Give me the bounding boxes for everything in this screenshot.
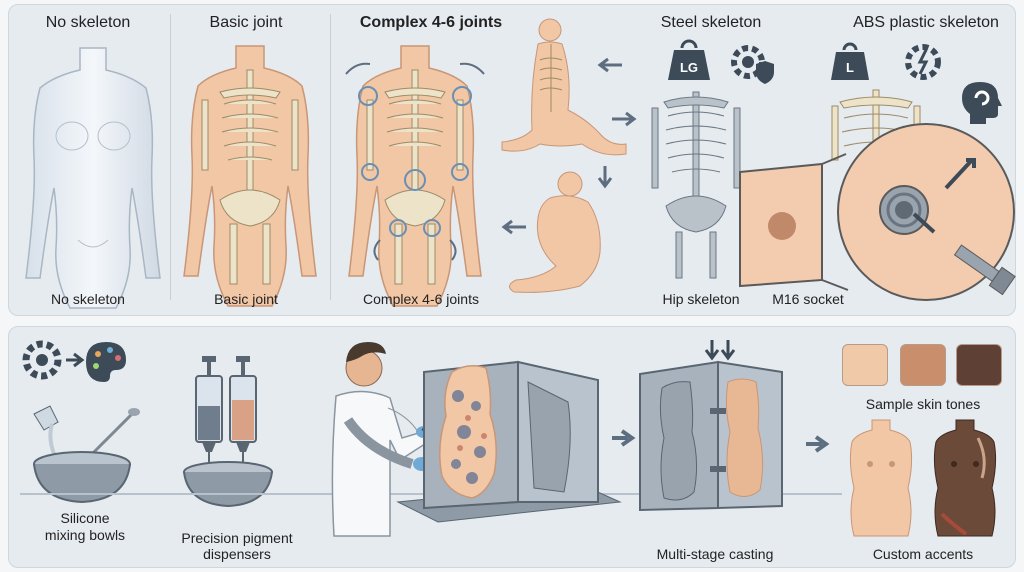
- header-no-skeleton: No skeleton: [45, 14, 131, 31]
- m16-socket-detail: [739, 123, 1016, 301]
- header-basic-joint: Basic joint: [209, 14, 283, 31]
- caption-multi-stage-casting: Multi-stage casting: [656, 546, 774, 562]
- basic-joint-skeleton-figure: [183, 45, 317, 307]
- steel-skeleton-figure: [651, 91, 741, 279]
- syringe-left: [195, 356, 223, 464]
- light-weight-icon: [831, 42, 869, 80]
- abs-weight-label: L: [846, 60, 854, 75]
- gear-to-palette-icons: [22, 340, 126, 382]
- weight-icon: [668, 39, 710, 80]
- complex-joint-skeleton-figure: [345, 45, 485, 307]
- kneeling-pose-figure: [509, 171, 601, 293]
- skin-tone-swatch-dark: [956, 344, 1002, 386]
- header-abs-skeleton: ABS plastic skeleton: [853, 14, 999, 31]
- column-divider: [330, 14, 331, 300]
- silicone-mixing-bowl: [33, 405, 140, 504]
- arrow-left-icon: [501, 219, 526, 235]
- steel-weight-label: LG: [679, 60, 699, 75]
- header-complex-joints: Complex 4-6 joints: [359, 14, 503, 31]
- accent-torso-light: [849, 419, 913, 537]
- pigment-dispensers: [183, 356, 273, 508]
- gear-shield-icon: [731, 45, 774, 84]
- head-rotation-icon: [962, 82, 1002, 124]
- palette-icon: [86, 342, 126, 382]
- translucent-torso-figure: [25, 47, 161, 309]
- arrow-left-icon: [597, 57, 622, 73]
- caption-hip-skeleton: Hip skeleton: [662, 291, 740, 307]
- open-mold-with-torso: [396, 360, 622, 523]
- broken-gear-icon: [905, 44, 941, 80]
- caption-basic-joint: Basic joint: [214, 291, 278, 307]
- sitting-pose-figure: [501, 18, 627, 156]
- gear-icon: [22, 340, 62, 380]
- caption-pigment-dispensers: Precision pigment dispensers: [181, 530, 293, 562]
- arrow-down-icon: [597, 166, 613, 189]
- arrow-right-icon: [612, 111, 637, 127]
- caption-mixing-bowls: Silicone mixing bowls: [44, 510, 126, 543]
- skin-tone-swatch-medium: [900, 344, 946, 386]
- column-divider: [170, 14, 171, 300]
- caption-sample-skin-tones: Sample skin tones: [865, 396, 981, 412]
- caption-m16-socket: M16 socket: [772, 291, 844, 307]
- skin-tone-swatch-light: [842, 344, 888, 386]
- caption-no-skeleton: No skeleton: [51, 291, 125, 307]
- arrow-right-icon: [806, 435, 830, 453]
- closed-casting-mold: [639, 340, 783, 512]
- caption-custom-accents: Custom accents: [872, 546, 974, 562]
- header-steel-skeleton: Steel skeleton: [660, 14, 762, 31]
- syringe-right: [229, 356, 257, 464]
- arrow-right-icon: [612, 429, 636, 447]
- accent-torso-dark: [933, 419, 997, 537]
- technician-figure: [331, 342, 439, 537]
- caption-complex-joints: Complex 4-6 joints: [363, 291, 479, 307]
